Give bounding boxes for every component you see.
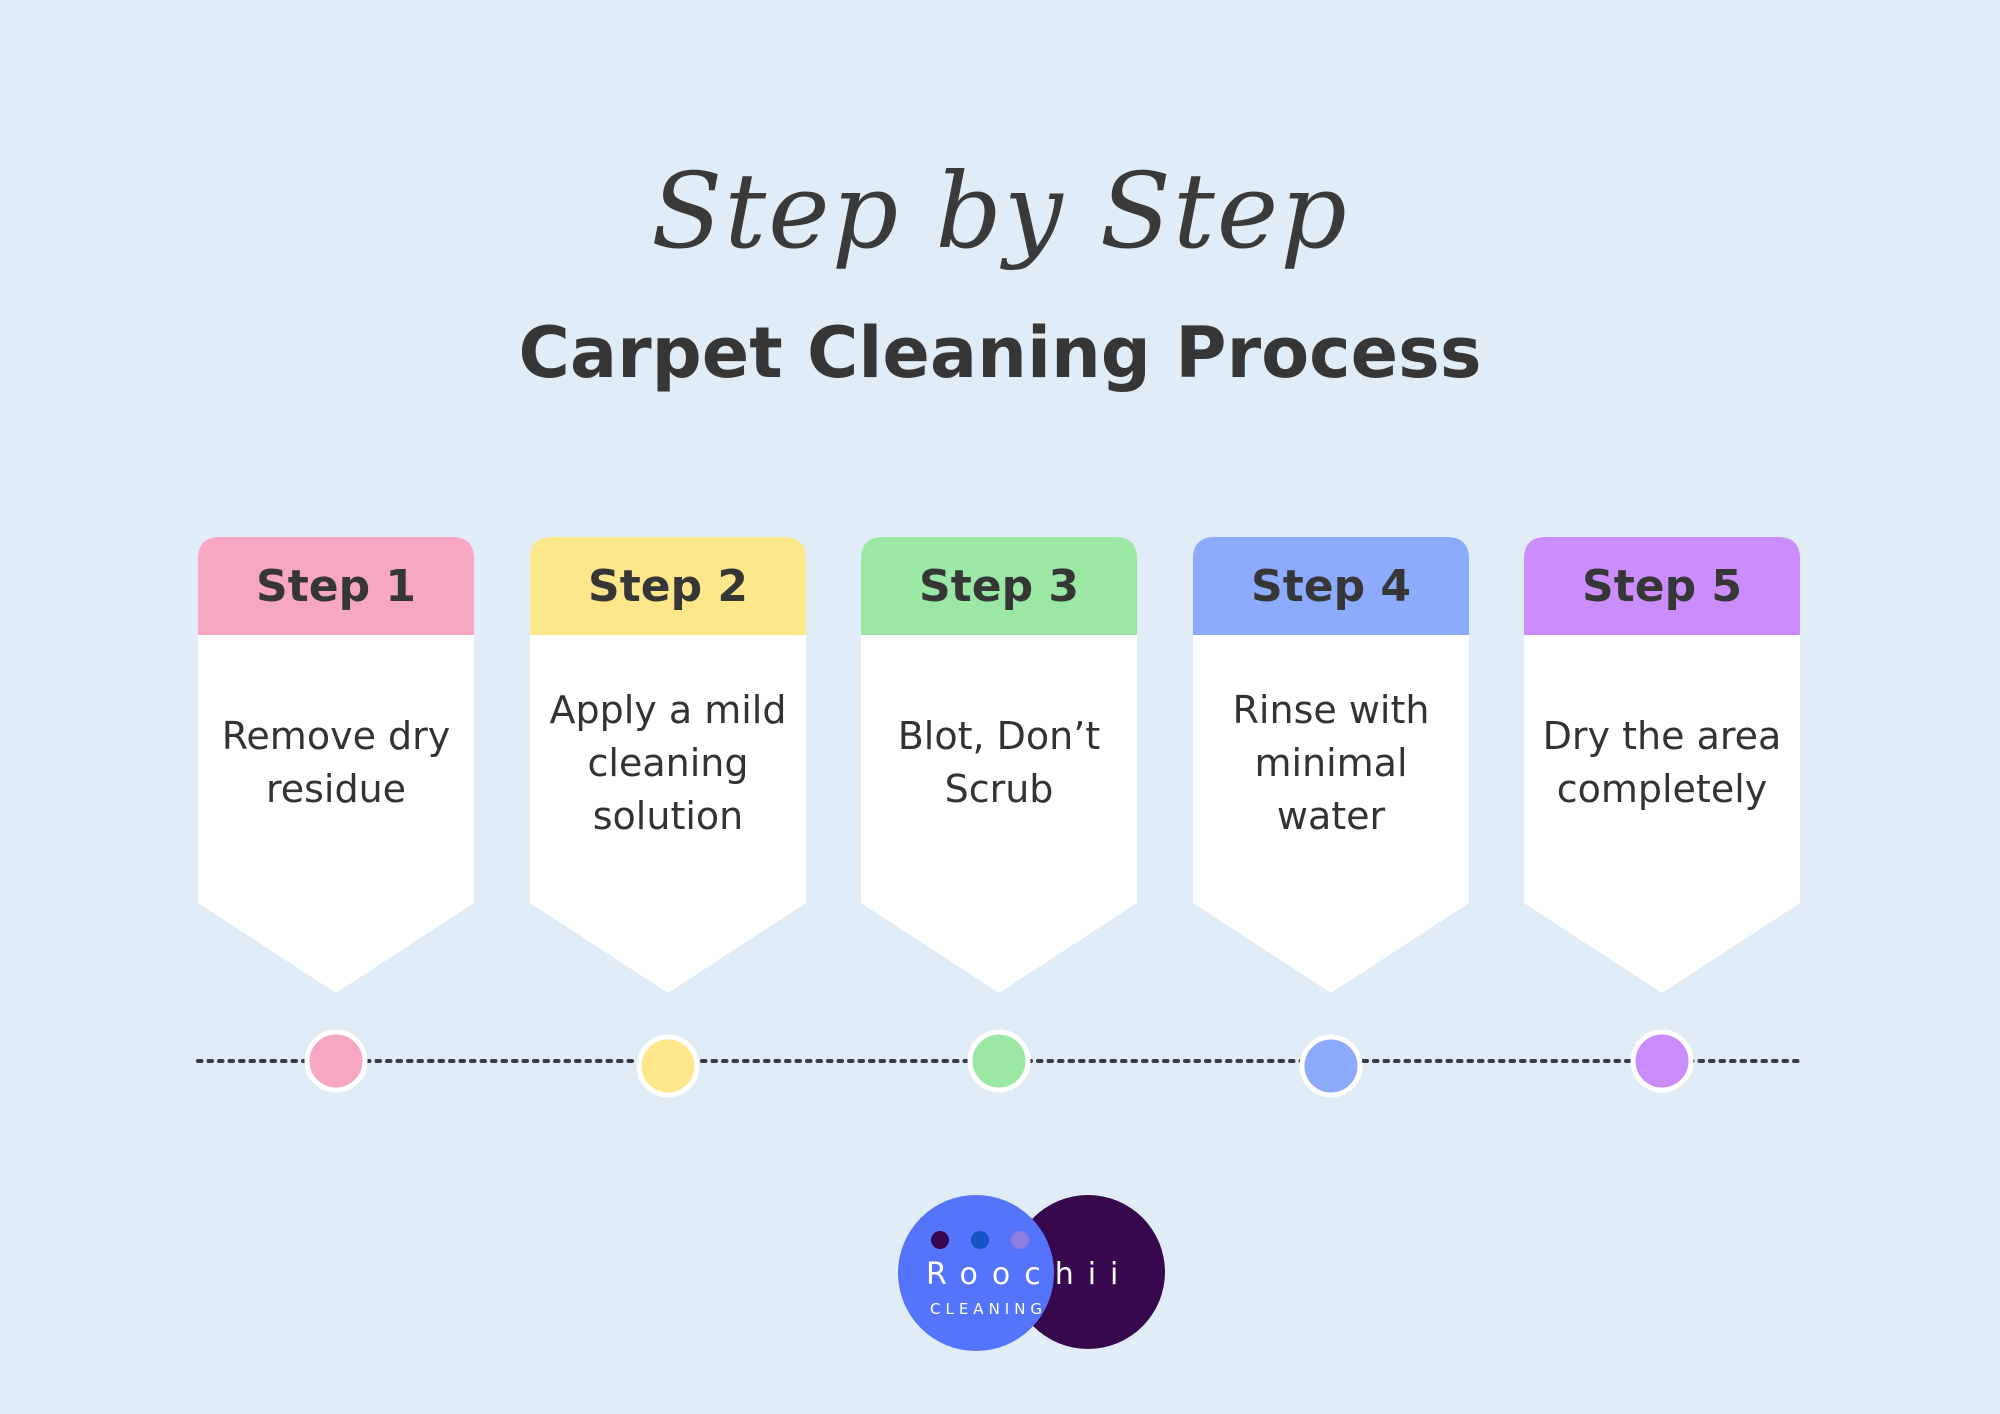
step-card-label: Step 4 [1251,560,1411,612]
step-card-text: Rinse with minimal water [1232,687,1430,838]
step-card-1: Step 1 Remove dry residue [198,537,474,993]
step-card-3: Step 3 Blot, Don’t Scrub [861,537,1137,993]
step-card-label: Step 5 [1582,560,1742,612]
logo-dot-2 [971,1231,989,1249]
logo-dot-1 [931,1231,949,1249]
script-title: Step by Step [651,150,1349,272]
step-card-4: Step 4 Rinse with minimal water [1193,537,1469,993]
step-card-2: Step 2 Apply a mild cleaning solution [530,537,806,993]
step-card-label: Step 2 [588,560,748,612]
logo-dot-3 [1011,1231,1029,1249]
step-card-shape [1524,537,1800,993]
step-card-text: Remove dry residue [221,714,451,811]
step-card-label: Step 1 [256,560,416,612]
logo-circle-dark [1011,1195,1165,1349]
step-card-5: Step 5 Dry the area completely [1524,537,1800,993]
step-card-text: Apply a mild cleaning solution [549,687,787,838]
step-card-shape [198,537,474,993]
step-card-shape [861,537,1137,993]
step-card-shape [1193,537,1469,993]
main-title: Carpet Cleaning Process [518,312,1482,394]
logo-name: Roochii [926,1257,1132,1292]
step-card-text: Blot, Don’t Scrub [897,714,1101,811]
step-card-label: Step 3 [919,560,1079,612]
step-card-shape [530,537,806,993]
logo-tagline: CLEANING [930,1300,1047,1318]
step-card-text: Dry the area completely [1542,714,1782,811]
